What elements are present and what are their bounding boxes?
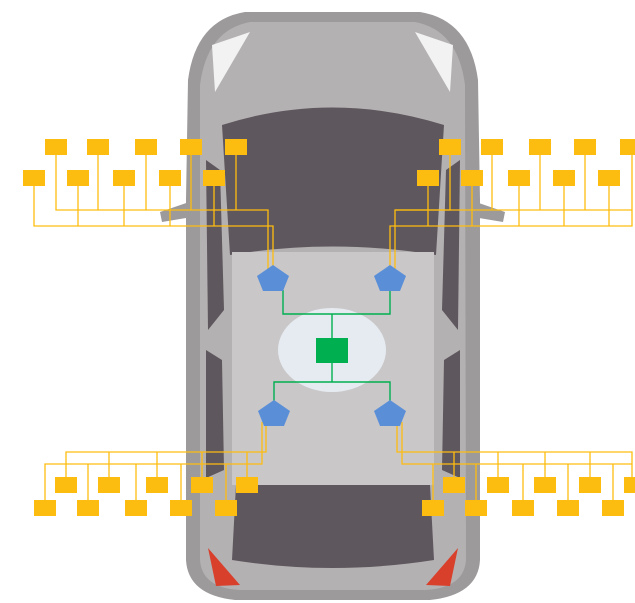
front-right-wiring [389, 154, 633, 270]
ecu [45, 139, 67, 155]
ecu [225, 139, 247, 155]
front-left-zone-gateway [257, 265, 289, 291]
ecu [602, 500, 624, 516]
ecu [557, 500, 579, 516]
ecu [23, 170, 45, 186]
ecu [574, 139, 596, 155]
left-tail-light [208, 548, 240, 586]
rear-right-ecus [422, 477, 635, 516]
ecu-modules [23, 139, 635, 516]
ecu [620, 139, 635, 155]
ecu-wiring [33, 154, 633, 500]
ecu [553, 170, 575, 186]
ecu [417, 170, 439, 186]
ecu [422, 500, 444, 516]
ecu [512, 500, 534, 516]
rear-left-ecus [34, 477, 258, 516]
right-tail-light [426, 548, 458, 586]
windshield [222, 107, 444, 255]
ecu [55, 477, 77, 493]
front-left-light [212, 32, 250, 92]
front-right-light [415, 32, 453, 92]
ecu [215, 500, 237, 516]
rear-right-wiring [396, 422, 633, 500]
ecu [34, 500, 56, 516]
ecu [159, 170, 181, 186]
front-right-ecus [417, 139, 635, 186]
ecu [203, 170, 225, 186]
rear-left-zone-gateway [258, 400, 290, 426]
ecu [87, 139, 109, 155]
rear-window [232, 485, 434, 568]
ecu [579, 477, 601, 493]
ecu [598, 170, 620, 186]
ecu [67, 170, 89, 186]
ecu [443, 477, 465, 493]
ecu [461, 170, 483, 186]
ecu [146, 477, 168, 493]
central-compute-unit [316, 338, 348, 363]
front-left-wiring [33, 154, 274, 270]
ecu [624, 477, 635, 493]
car-illustration [160, 12, 505, 600]
ecu [125, 500, 147, 516]
front-left-ecus [23, 139, 247, 186]
ecu [77, 500, 99, 516]
right-side-window [442, 160, 460, 330]
ecu [191, 477, 213, 493]
left-side-window [206, 160, 224, 330]
ecu [534, 477, 556, 493]
front-right-zone-gateway [374, 265, 406, 291]
ecu [481, 139, 503, 155]
ecu [170, 500, 192, 516]
backbone-wiring [273, 290, 391, 402]
ecu [98, 477, 120, 493]
ecu [135, 139, 157, 155]
zone-gateways [257, 265, 406, 426]
left-rear-window [206, 350, 224, 478]
ecu [439, 139, 461, 155]
rear-right-zone-gateway [374, 400, 406, 426]
ecu [487, 477, 509, 493]
ecu [113, 170, 135, 186]
ecu [236, 477, 258, 493]
rear-left-wiring [44, 422, 267, 500]
ecu [529, 139, 551, 155]
right-rear-window [442, 350, 460, 478]
ecu [508, 170, 530, 186]
ecu [180, 139, 202, 155]
ecu [465, 500, 487, 516]
